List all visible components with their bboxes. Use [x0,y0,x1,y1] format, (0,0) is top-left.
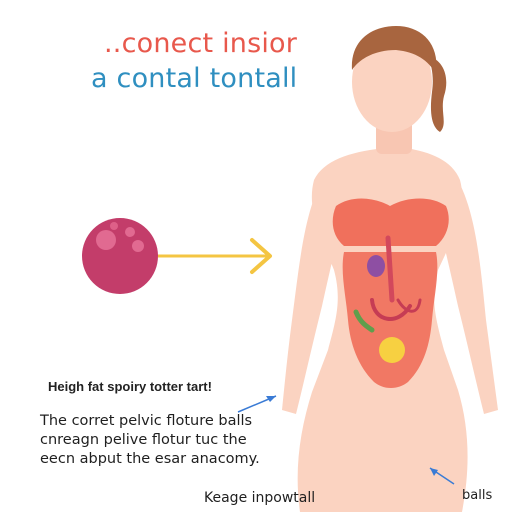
description-line-1: The corret pelvic floture balls [40,413,253,429]
female-figure-icon [282,26,498,512]
description: The corret pelvic floture balls cnreagn … [40,412,260,469]
caption-bottom: Keage inpowtall [204,490,316,506]
description-line-2: cnreagn pelive flotur tuc the [40,432,247,448]
pointer-arrowhead-left [266,396,276,402]
caption-right: balls [462,488,493,503]
title-line-2: a contal tontall [91,63,298,94]
description-line-3: eecn abput the esar anacomy. [40,451,260,467]
section-heading: Heigh fat spoiry totter tart! [48,379,212,394]
pelvic-ball-icon [82,218,158,294]
pointer-arrowhead-right [430,468,438,476]
title-line-1: ..conect insior [104,28,298,59]
arrow-right-icon [158,238,272,274]
